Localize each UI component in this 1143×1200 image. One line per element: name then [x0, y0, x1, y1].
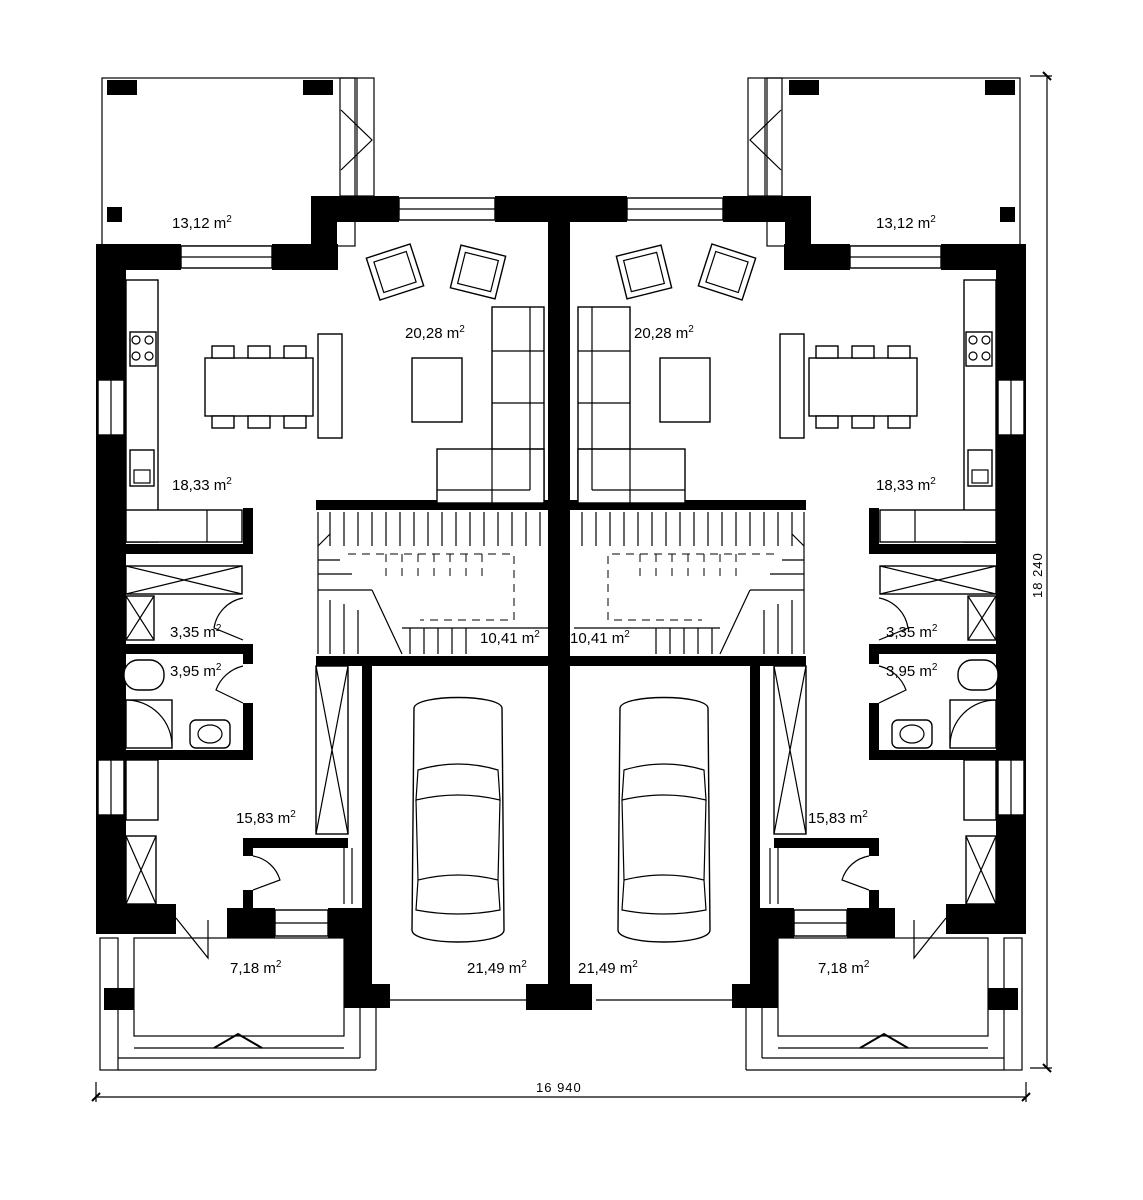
label-stair-right: 10,41 m2: [570, 629, 630, 647]
dining-right: [779, 333, 918, 439]
porch: [99, 937, 377, 1071]
label-terrace-right: 13,12 m2: [876, 214, 936, 232]
label-hall: 15,83 m2: [236, 809, 296, 827]
living-furniture-right: [577, 243, 757, 504]
label-utility: 3,35 m2: [170, 623, 222, 641]
label-porch-right: 7,18 m2: [818, 959, 870, 977]
label-living: 20,28 m2: [405, 324, 465, 342]
interior-walls: [123, 500, 556, 916]
label-terrace: 13,12 m2: [172, 214, 232, 232]
hall-right: [769, 665, 997, 960]
car-icon: [411, 696, 505, 943]
room-labels-right: 13,12 m2 20,28 m2 18,33 m2 3,35 m2 3,95 …: [570, 214, 938, 977]
room-labels: 13,12 m2 20,28 m2 18,33 m2 3,35 m2 3,95 …: [170, 214, 540, 977]
utility-fittings: [125, 565, 244, 641]
label-stair: 10,41 m2: [480, 629, 540, 647]
label-wc: 3,95 m2: [170, 662, 222, 680]
doors: [175, 848, 353, 960]
label-kitchen: 18,33 m2: [172, 476, 232, 494]
kitchen-counter: [125, 279, 243, 543]
dimension-height-label: 18 240: [1030, 552, 1045, 598]
label-kitchen-right: 18,33 m2: [876, 476, 936, 494]
hall-wardrobes: [125, 665, 349, 905]
party-wall: [526, 196, 592, 1010]
label-utility-right: 3,35 m2: [886, 623, 938, 641]
label-wc-right: 3,95 m2: [886, 662, 938, 680]
dimension-width: 16 940: [91, 1080, 1031, 1102]
sofa: [436, 306, 545, 504]
windows: [97, 197, 496, 937]
label-porch: 7,18 m2: [230, 959, 282, 977]
garage-right: [596, 696, 732, 1001]
label-hall-right: 15,83 m2: [808, 809, 868, 827]
label-garage: 21,49 m2: [467, 959, 527, 977]
dining-table: [204, 333, 343, 439]
kitchen-right: [879, 279, 997, 552]
interior-walls-right: [566, 500, 999, 916]
porch-right: [745, 937, 1023, 1071]
garage: [390, 696, 526, 1001]
label-living-right: 20,28 m2: [634, 324, 694, 342]
wc-fittings: [123, 659, 244, 749]
dimension-width-label: 16 940: [536, 1080, 582, 1095]
wet-rooms-right: [878, 565, 999, 749]
terrace-sliding-door: [339, 77, 375, 197]
windows-right: [626, 197, 1025, 937]
staircase-right: [574, 512, 805, 655]
car-icon: [617, 696, 711, 943]
exterior-walls: [96, 196, 568, 1008]
dimension-height: 18 240: [1030, 71, 1052, 1073]
armchairs: [365, 243, 507, 301]
staircase: [317, 512, 548, 655]
label-garage-right: 21,49 m2: [578, 959, 638, 977]
unit-right: 13,12 m2 20,28 m2 18,33 m2 3,35 m2 3,95 …: [554, 77, 1026, 1071]
unit-left: 13,12 m2 20,28 m2 18,33 m2 3,35 m2 3,95 …: [96, 77, 568, 1071]
coffee-table: [411, 357, 463, 423]
